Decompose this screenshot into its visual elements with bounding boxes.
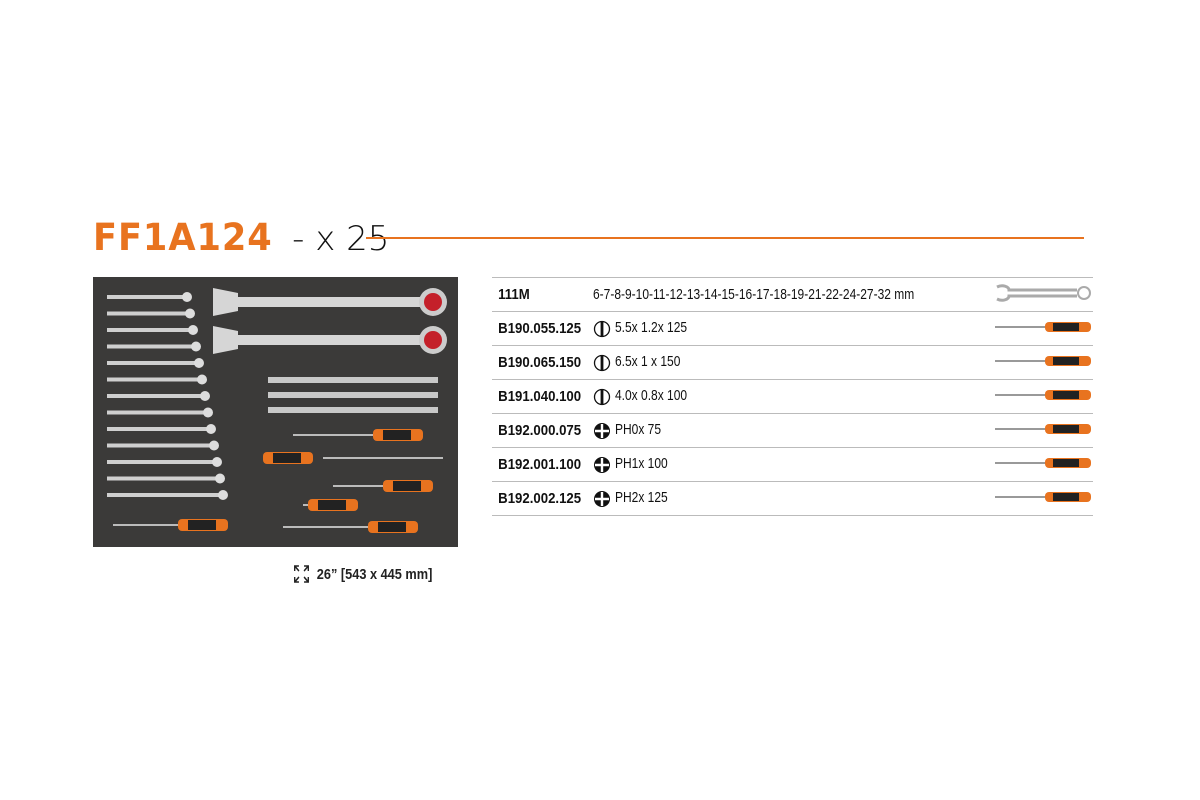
item-reference: B191.040.100 (492, 379, 582, 414)
tool-picture (994, 413, 1093, 448)
screwdriver-icon (994, 423, 1091, 434)
screwdriver-icon (994, 355, 1091, 366)
item-size: PH1x 100 (615, 455, 668, 473)
wrench-shank (107, 476, 220, 481)
screwdriver-icon (994, 321, 1091, 332)
wrench-ring (197, 374, 207, 385)
item-description: PH0x 75 (593, 413, 995, 448)
item-description: 6.5x 1 x 150 (593, 345, 995, 380)
wrench-ring (200, 391, 210, 401)
wrench-shank (107, 427, 211, 431)
tray-dimensions: 26” [543 x 445 mm] (293, 564, 432, 584)
dimensions-text: 26” [543 x 445 mm] (316, 565, 433, 583)
handle-grip (393, 481, 421, 491)
item-description: 4.0x 0.8x 100 (593, 379, 995, 414)
item-size: 6-7-8-9-10-11-12-13-14-15-16-17-18-19-21… (593, 286, 915, 303)
medium-wrench (268, 407, 438, 413)
table-row: B192.001.100 PH1x 100 (492, 447, 1093, 482)
table-row: B190.065.150 6.5x 1 x 150 (492, 345, 1093, 380)
item-reference: B192.001.100 (492, 447, 582, 482)
wrench-ring (191, 341, 201, 352)
screwdriver-icon (994, 457, 1091, 468)
contents-table: 111M 6-7-8-9-10-11-12-13-14-15-16-17-18-… (492, 277, 1093, 516)
handle-grip (188, 520, 216, 530)
item-reference: B190.065.150 (492, 345, 582, 380)
item-size: 6.5x 1 x 150 (615, 353, 681, 371)
wrench-shank (107, 311, 190, 316)
wrench-shank (107, 295, 187, 299)
wrench-ring (218, 490, 228, 500)
item-description: 6-7-8-9-10-11-12-13-14-15-16-17-18-19-21… (593, 277, 995, 312)
large-wrench (233, 335, 433, 345)
medium-wrench (268, 377, 438, 383)
wrench-ring (185, 308, 195, 319)
wrench-shank (107, 460, 217, 464)
table-row: 111M 6-7-8-9-10-11-12-13-14-15-16-17-18-… (492, 277, 1093, 312)
table-row: B190.055.125 5.5x 1.2x 125 (492, 311, 1093, 346)
wrench-ring (188, 325, 198, 335)
phillips-tip-icon (594, 490, 611, 507)
table-row: B191.040.100 4.0x 0.8x 100 (492, 379, 1093, 414)
handle-grip (378, 522, 406, 532)
product-quantity: - x 25 (292, 219, 390, 259)
medium-wrench (268, 392, 438, 398)
slotted-tip-icon (594, 388, 611, 405)
wrench-shank (107, 361, 199, 365)
table-row: B192.002.125 PH2x 125 (492, 481, 1093, 516)
handle-grip (273, 453, 301, 463)
handle-grip (383, 430, 411, 440)
slotted-tip-icon (594, 354, 611, 371)
item-reference: B192.000.075 (492, 413, 582, 448)
item-size: PH2x 125 (615, 489, 668, 507)
phillips-tip-icon (594, 456, 611, 473)
tool-picture (994, 277, 1093, 312)
wrench-shank (107, 410, 208, 415)
wrench-ring (206, 424, 216, 434)
wrench-ring (203, 407, 213, 418)
item-size: PH0x 75 (615, 421, 662, 439)
table-row: B192.000.075 PH0x 75 (492, 413, 1093, 448)
phillips-tip-icon (594, 422, 611, 439)
wrench-icon (996, 283, 1091, 302)
item-reference: 111M (492, 277, 582, 312)
wrench-shank (107, 394, 205, 398)
wrench-shank (107, 493, 223, 497)
tool-picture (994, 481, 1093, 516)
slotted-tip-icon (594, 320, 611, 337)
wrench-ring (215, 473, 225, 484)
tool-picture (994, 345, 1093, 380)
wrench-ring (182, 292, 192, 302)
ring-insert (424, 331, 442, 349)
item-description: 5.5x 1.2x 125 (593, 311, 995, 346)
item-reference: B192.002.125 (492, 481, 582, 516)
wrench-shank (107, 443, 214, 448)
item-size: 5.5x 1.2x 125 (615, 319, 688, 337)
screwdriver-icon (994, 491, 1091, 502)
item-reference: B190.055.125 (492, 311, 582, 346)
wrench-jaw (213, 326, 238, 354)
large-wrench (233, 297, 433, 307)
title-divider (366, 237, 1084, 239)
wrench-jaw (213, 288, 238, 316)
item-description: PH2x 125 (593, 481, 995, 516)
wrench-shank (107, 328, 193, 332)
item-description: PH1x 100 (593, 447, 995, 482)
wrench-ring (212, 457, 222, 467)
item-size: 4.0x 0.8x 100 (615, 387, 688, 405)
screwdriver-icon (994, 389, 1091, 400)
expand-arrows-icon (294, 565, 309, 583)
tool-picture (994, 447, 1093, 482)
foam-tray-image (93, 277, 458, 547)
handle-grip (318, 500, 346, 510)
product-code: FF1A124 (93, 216, 273, 259)
tool-picture (994, 379, 1093, 414)
wrench-ring (209, 440, 219, 451)
wrench-ring (194, 358, 204, 368)
ring-insert (424, 293, 442, 311)
wrench-shank (107, 377, 202, 382)
tool-picture (994, 311, 1093, 346)
product-title: FF1A124 - x 25 (93, 216, 389, 260)
wrench-shank (107, 344, 196, 349)
